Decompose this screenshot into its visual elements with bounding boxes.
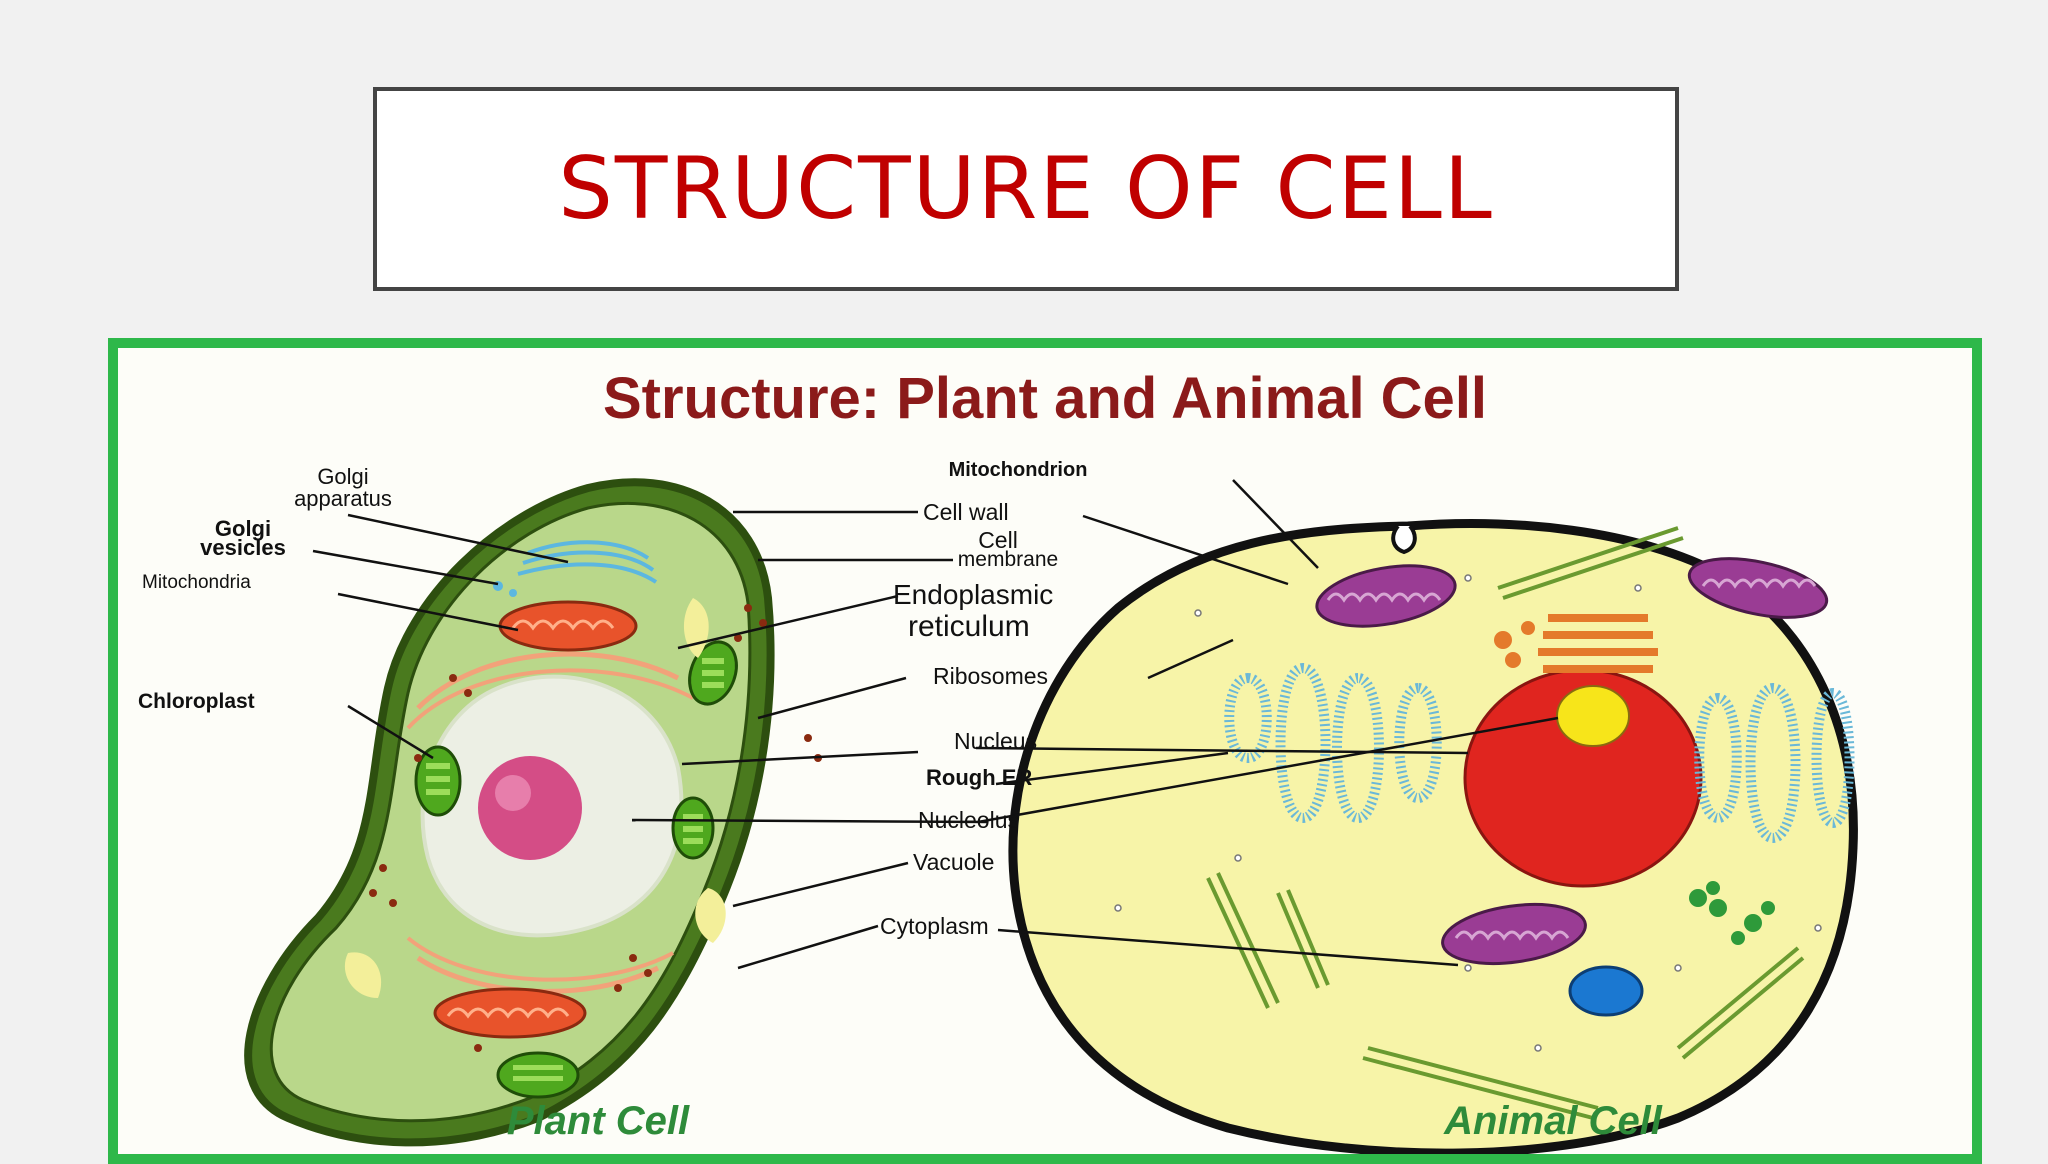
label-golgi-apparatus-2: apparatus [294,486,392,511]
animal-centrioles [1689,881,1775,945]
plant-ribosomes [369,604,822,1052]
animal-cell-membrane [1008,519,1858,1154]
animal-cell-caption: Animal Cell [1443,1099,1663,1143]
animal-lysosome [1568,965,1644,1017]
plant-cell [244,478,822,1147]
diagram-heading: Structure: Plant and Animal Cell [603,366,1487,431]
label-mitochondria: Mitochondria [142,572,251,593]
cell-diagram-frame: Structure: Plant and Animal Cell [108,338,1982,1164]
label-endoplasmic-reticulum-1: Endoplasmic [893,579,1053,610]
label-cell-wall: Cell wall [923,499,1009,525]
plant-er [416,651,680,710]
plant-mitochondrion-top [498,600,638,652]
animal-cell [1008,519,1858,1154]
label-golgi-apparatus-1: Golgi [317,464,368,489]
slide-title: STRUCTURE OF CELL [558,139,1494,239]
slide-title-box: STRUCTURE OF CELL [373,87,1679,291]
label-cell-membrane-2: membrane [958,548,1058,571]
animal-cytoskeleton [1206,526,1805,1120]
label-endoplasmic-reticulum-2: reticulum [908,610,1030,643]
animal-nucleolus [1556,685,1630,747]
label-ribosomes: Ribosomes [933,663,1048,689]
label-golgi-vesicles-2: vesicles [200,535,286,560]
label-nucleolus: Nucleolus [918,807,1019,833]
label-nucleus: Nucleus [954,728,1037,754]
animal-rough-er [1224,662,1855,844]
animal-mitochondria [1315,557,1829,965]
label-mitochondrion: Mitochondrion [949,459,1088,481]
label-cell-membrane-1: Cell [978,527,1018,553]
leader-lines [312,479,1559,970]
chloroplast [414,745,462,817]
label-chloroplast: Chloroplast [138,690,255,713]
plant-cell-caption: Plant Cell [507,1099,690,1143]
plant-nucleus [478,756,582,860]
label-golgi-vesicles-1: Golgi [215,516,271,541]
animal-golgi [1538,614,1658,673]
label-cytoplasm: Cytoplasm [880,913,989,939]
cell-diagram: Structure: Plant and Animal Cell [138,366,1858,1154]
label-rough-er: Rough ER [926,765,1032,790]
label-vacuole: Vacuole [913,849,994,875]
plant-golgi-apparatus [517,540,658,584]
